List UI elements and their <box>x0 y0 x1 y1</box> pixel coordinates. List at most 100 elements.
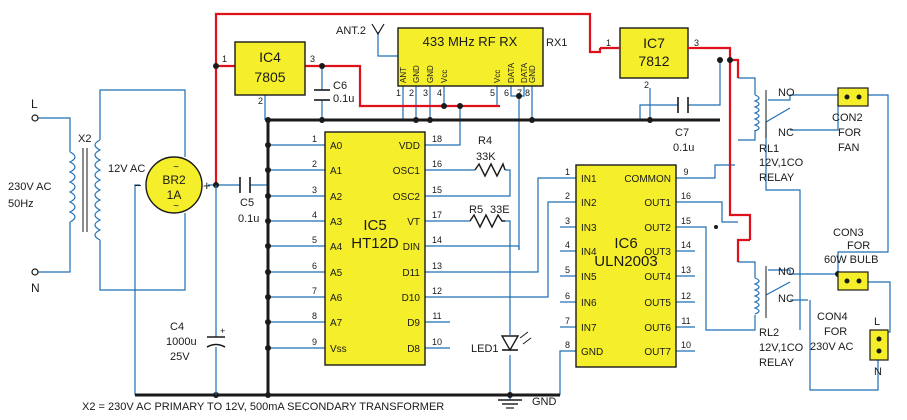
ic6-pin-name: GND <box>581 347 603 358</box>
ic5-pin-number: 16 <box>432 159 442 169</box>
svg-text:2: 2 <box>258 96 263 106</box>
ic7-ref: IC7 <box>643 35 665 51</box>
svg-text:3: 3 <box>310 54 315 64</box>
rl1-nc: NC <box>778 127 794 139</box>
con4-n: N <box>874 366 882 378</box>
ic7-part: 7812 <box>638 53 669 69</box>
ic6-pin-number: 4 <box>565 240 570 250</box>
ic6-pin-number: 9 <box>683 167 688 177</box>
rl1-type: RELAY <box>759 172 795 184</box>
capacitor-c6: C6 0.1u <box>314 80 354 105</box>
ic5-pin-name: OSC1 <box>393 166 421 177</box>
ic6-pin-name: IN6 <box>581 298 597 309</box>
con3-line1: FOR <box>847 240 870 252</box>
ic5-pin-name: A6 <box>330 293 343 304</box>
ic5-pin-name: A7 <box>330 318 343 329</box>
connector-con3: CON3 FOR 60W BULB <box>824 227 878 291</box>
rx-pin-number: 6 <box>504 88 509 98</box>
rx-pin-name: Vcc <box>493 70 502 83</box>
ic5-pin-number: 2 <box>312 159 317 169</box>
r4-value: 33K <box>476 151 496 163</box>
ic6-pin-number: 7 <box>565 316 570 326</box>
transformer-ref: X2 <box>78 133 91 145</box>
rx-pin-name: ANT <box>399 67 408 83</box>
bridge-minus: − <box>134 178 142 193</box>
transformer-x2: X2 12V AC <box>68 133 145 241</box>
supply-wires <box>214 12 752 262</box>
bridge-ref: BR2 <box>162 173 186 187</box>
decoder-ic5: IC5 HT12D A01A12A23A34A45A56A67A78Vss9VD… <box>312 131 442 366</box>
c7-ref: C7 <box>675 127 689 139</box>
rx-pin-number: 5 <box>490 88 495 98</box>
ic6-part: ULN2003 <box>594 253 657 270</box>
rx-pin-number: 2 <box>409 88 414 98</box>
rx-pin-name: DATA <box>520 62 529 83</box>
ic5-pin-name: VDD <box>399 141 420 152</box>
con4-line1: FOR <box>824 326 847 338</box>
ic5-pin-name: VT <box>407 217 420 228</box>
ic6-pin-number: 8 <box>565 340 570 350</box>
c7-value: 0.1u <box>673 142 694 154</box>
ic6-pin-number: 6 <box>565 291 570 301</box>
ic6-pin-number: 10 <box>681 340 691 350</box>
ic5-pin-number: 13 <box>432 261 442 271</box>
transformer-secondary: 12V AC <box>108 163 145 175</box>
junction-dots <box>213 57 841 398</box>
rx-pin-name: DATA <box>507 62 516 83</box>
rl1-ref: RL1 <box>759 143 779 155</box>
rx-pin-name: Vcc <box>440 70 449 83</box>
ic6-pin-number: 14 <box>681 240 691 250</box>
ic6-pin-number: 13 <box>681 265 691 275</box>
capacitor-c7: C7 0.1u <box>673 97 694 154</box>
rx-pin-name: GND <box>528 65 537 83</box>
ic5-pin-name: D9 <box>407 318 420 329</box>
rx-pin-number: 3 <box>423 88 428 98</box>
bridge-br2: BR2 1A ~ ~ + − <box>134 156 211 214</box>
rx-pin-name: GND <box>426 65 435 83</box>
con4-line2: 230V AC <box>810 341 853 353</box>
rx-pin-name: GND <box>412 65 421 83</box>
ic5-pin-name: A0 <box>330 141 343 152</box>
ic5-pin-number: 6 <box>312 261 317 271</box>
ic5-pin-labels: A01A12A23A34A45A56A67A78Vss9VDD18OSC116O… <box>312 134 442 355</box>
ic5-pin-number: 3 <box>312 185 317 195</box>
rl2-no: NO <box>778 266 795 278</box>
ic5-pin-number: 9 <box>312 337 317 347</box>
con2-line1: FOR <box>838 127 861 139</box>
ic5-pin-name: A2 <box>330 192 343 203</box>
rl2-ref: RL2 <box>759 327 779 339</box>
ic6-pin-name: IN1 <box>581 174 597 185</box>
ic5-pin-name: A1 <box>330 166 343 177</box>
gnd-label: GND <box>532 396 557 408</box>
ic5-pin-number: 7 <box>312 286 317 296</box>
ic6-pin-name: IN3 <box>581 223 597 234</box>
ic5-pin-name: Vss <box>330 344 347 355</box>
ic6-pin-name: OUT4 <box>644 272 671 283</box>
svg-text:1: 1 <box>222 54 227 64</box>
ic5-pin-number: 5 <box>312 235 317 245</box>
ic6-pin-name: OUT7 <box>644 347 671 358</box>
ic6-pin-name: OUT1 <box>644 198 671 209</box>
connector-con2: CON2 FOR FAN <box>832 87 869 154</box>
svg-text:2: 2 <box>644 80 649 90</box>
ic6-pin-name: OUT3 <box>644 247 671 258</box>
bridge-rating: 1A <box>167 188 182 202</box>
r4-ref: R4 <box>478 135 492 147</box>
led-ref: LED1 <box>471 343 499 355</box>
relay-rl2: NO NC RL2 12V,1CO RELAY <box>753 266 804 369</box>
ic5-pin-name: D11 <box>402 268 420 279</box>
rl2-nc: NC <box>778 293 794 305</box>
svg-text:1: 1 <box>606 38 611 48</box>
con2-line2: FAN <box>838 142 859 154</box>
ic5-pin-number: 12 <box>432 286 442 296</box>
rx-ref: RX1 <box>546 37 567 49</box>
ic5-pin-name: D8 <box>407 344 420 355</box>
driver-ic6: IC6 ULN2003 IN11IN22IN33IN44IN55IN66IN77… <box>565 164 691 368</box>
regulator-ic7: IC7 7812 1 2 3 <box>600 27 700 90</box>
c4-voltage: 25V <box>170 351 190 363</box>
ic5-ref: IC5 <box>363 217 386 234</box>
ic6-pin-labels: IN11IN22IN33IN44IN55IN66IN77GND8COMMON9O… <box>565 167 691 358</box>
